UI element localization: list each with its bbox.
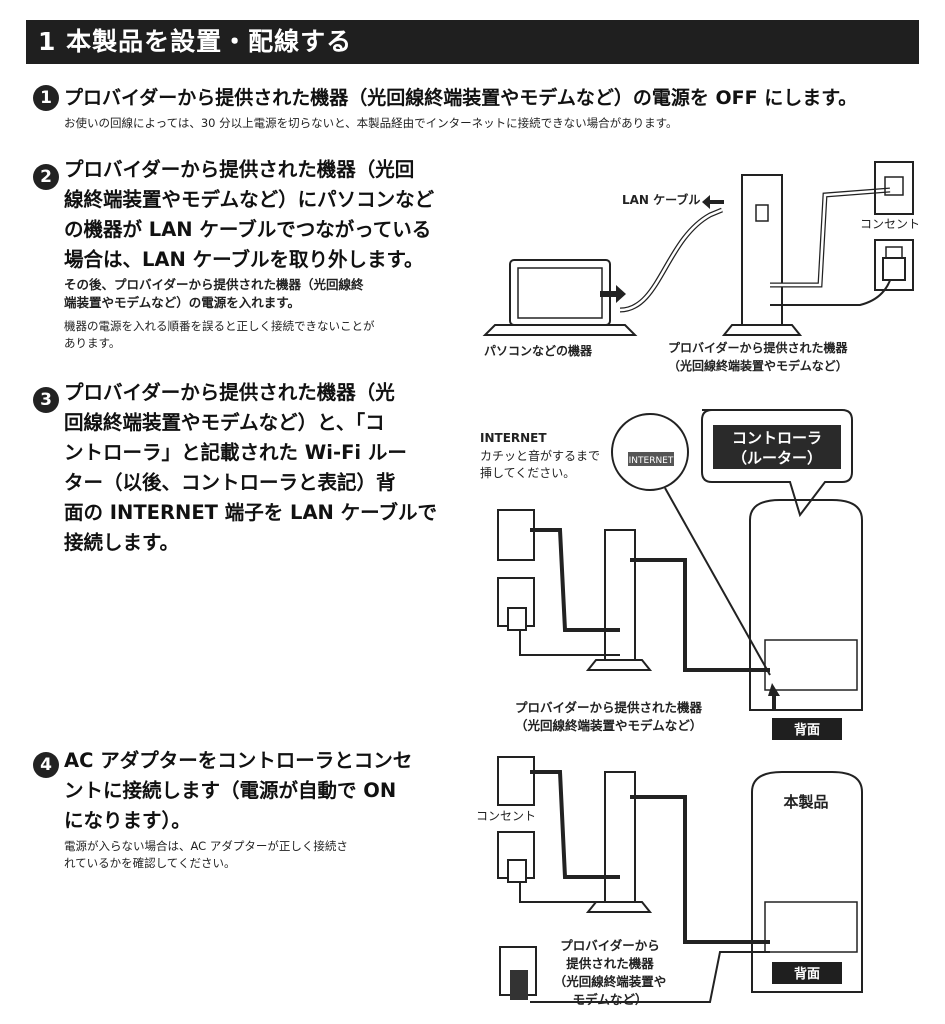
step-2-note: 機器の電源を入れる順番を誤ると正しく接続できないことが あります。 — [64, 319, 375, 350]
fig1-provider-line1: プロバイダーから提供された機器 — [668, 340, 849, 355]
fig1-outlet-label: コンセント — [860, 217, 920, 231]
fig3-provider-line3: （光回線終端装置や — [554, 974, 667, 989]
bubble-fill — [713, 425, 841, 469]
fig2-provider-line2: （光回線終端装置やモデムなど） — [515, 718, 702, 733]
section-title: 1 本製品を設置・配線する — [26, 20, 919, 64]
step-1-note: お使いの回線によっては、30 分以上電源を切らないと、本製品経由でインターネット… — [64, 116, 678, 130]
arrow-right-icon — [600, 285, 626, 303]
step-3-heading: プロバイダーから提供された機器（光 回線終端装置やモデムなど）と、「コ ントロー… — [64, 381, 437, 554]
fig3-provider-line4: モデムなど） — [573, 992, 648, 1007]
fig1-provider-line2: （光回線終端装置やモデムなど） — [668, 358, 848, 373]
step-1-number: 1 — [33, 85, 59, 111]
laptop-screen-icon — [509, 259, 611, 326]
fig2-provider-device-icon — [604, 529, 636, 661]
fig3-provider-device-icon — [604, 771, 636, 903]
click-line1: カチッと音がするまで — [480, 448, 600, 463]
fig3-back-label-box — [772, 962, 842, 984]
controller-body-icon — [749, 499, 863, 711]
back-label-box — [772, 718, 842, 740]
bubble-outline-icon — [701, 409, 853, 518]
port-label: INTERNET — [629, 456, 674, 466]
fig3-provider-line1: プロバイダーから — [560, 938, 660, 953]
product-label: 本製品 — [783, 793, 828, 811]
internet-label: INTERNET — [480, 431, 547, 445]
zoom-port-icon — [611, 413, 689, 491]
provider-device-icon — [741, 174, 783, 326]
port-label-box — [628, 452, 674, 466]
fig2-back-label: 背面 — [794, 722, 820, 738]
fig3-back-label: 背面 — [794, 966, 820, 982]
step-2-heading: プロバイダーから提供された機器（光回 線終端装置やモデムなど）にパソコンなど の… — [64, 158, 435, 271]
bubble-line1: コントローラ — [732, 429, 822, 447]
fig3-provider-line2: 提供された機器 — [566, 956, 654, 971]
laptop-base-icon — [482, 324, 638, 336]
fig3-outlet-label: コンセント — [476, 809, 536, 823]
fig2-wall-jack-icon — [497, 509, 535, 561]
figure-2-diagram: コントローラ （ルーター） INTERNET INTERNET カチッと音がする… — [480, 409, 863, 740]
power-outlet-icon — [874, 239, 914, 291]
ac-adapter-icon — [510, 970, 528, 1000]
fig3-wall-jack-icon — [497, 756, 535, 806]
fig1-pc-label: パソコンなどの機器 — [484, 343, 593, 358]
fig2-provider-line1: プロバイダーから提供された機器 — [515, 700, 703, 715]
step-4-heading: AC アダプターをコントローラとコンセ ントに接続します（電源が自動で ON に… — [64, 749, 413, 832]
arrow-up-icon — [768, 683, 780, 710]
step-1-heading: プロバイダーから提供された機器（光回線終端装置やモデムなど）の電源を OFF に… — [64, 87, 858, 109]
click-line2: 挿してください。 — [480, 466, 575, 480]
step-3-number: 3 — [33, 387, 59, 413]
figure-1-diagram: LAN ケーブル コンセント パソコンなどの機器 プロバイダーから提供された機器… — [482, 161, 920, 373]
wall-jack-icon — [874, 161, 914, 215]
product-body-icon — [751, 771, 863, 993]
step-4-number: 4 — [33, 752, 59, 778]
arrow-left-icon — [702, 195, 724, 209]
figure-3-diagram: コンセント 本製品 プロバイダーから 提供された機器 （光回線終端装置や モデム… — [476, 756, 863, 1007]
fig1-lan-label: LAN ケーブル — [622, 192, 700, 207]
step-2-subtext: その後、プロバイダーから提供された機器（光回線終 端装置やモデムなど）の電源を入… — [64, 277, 364, 310]
bubble-line2: （ルーター） — [732, 449, 822, 467]
step-4-note: 電源が入らない場合は、AC アダプターが正しく接続さ れているかを確認してくださ… — [64, 839, 348, 870]
step-2-number: 2 — [33, 164, 59, 190]
